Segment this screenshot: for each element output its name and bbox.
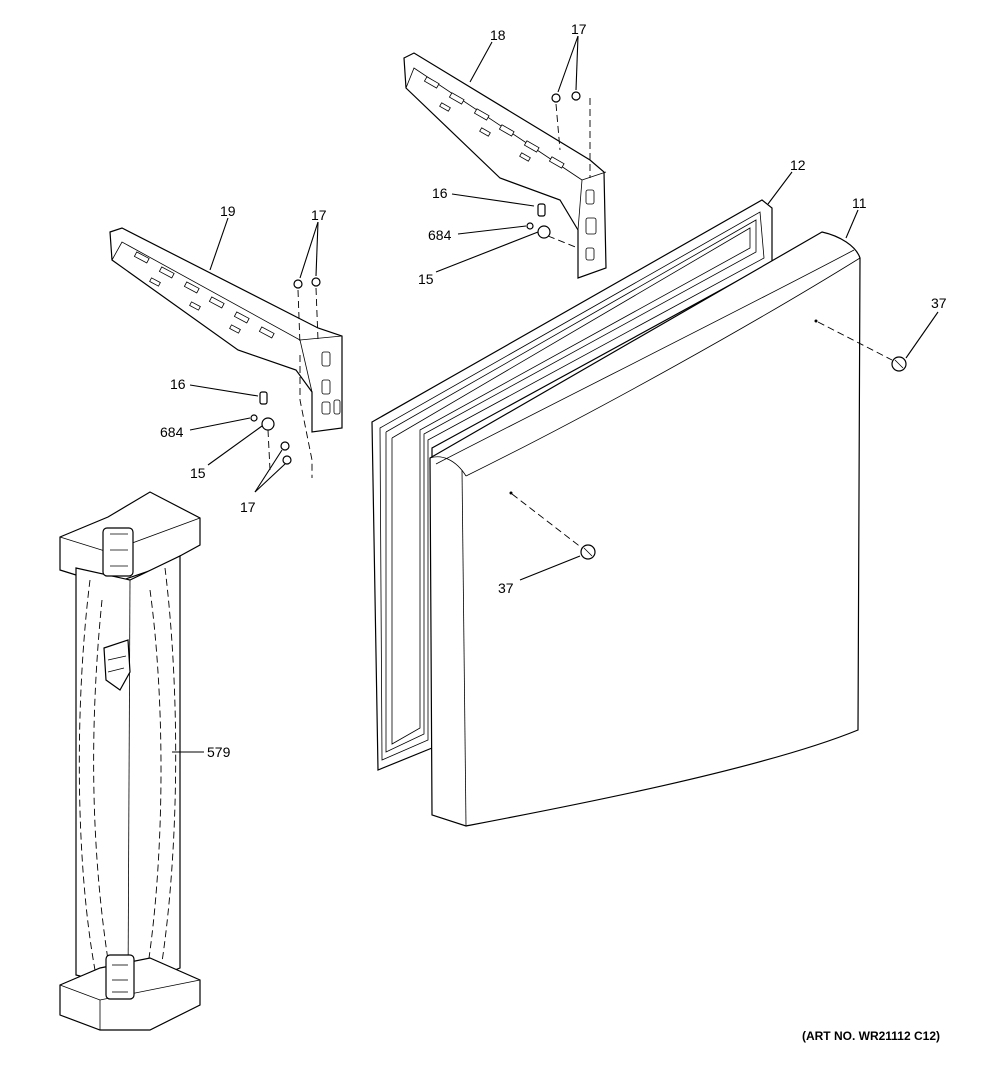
callout-37-center: 37 xyxy=(498,580,514,596)
left-fasteners xyxy=(250,277,321,471)
screw-17-left-d xyxy=(282,455,292,465)
callout-18: 18 xyxy=(490,27,506,43)
callout-12: 12 xyxy=(790,157,806,173)
part-16-left xyxy=(259,391,268,405)
bracket-19-slots xyxy=(133,251,275,339)
callout-37-right: 37 xyxy=(931,295,947,311)
callout-16-left: 16 xyxy=(170,376,186,392)
callout-579: 579 xyxy=(207,744,231,760)
callout-17-top: 17 xyxy=(571,21,587,37)
part-19-left-bracket xyxy=(109,227,343,478)
callout-labels: 18 17 12 11 16 684 15 19 17 37 16 684 15… xyxy=(160,21,947,760)
callout-17-mid: 17 xyxy=(311,207,327,223)
art-number: (ART NO. WR21112 C12) xyxy=(802,1029,940,1043)
bracket-18-slots xyxy=(423,76,565,169)
callout-684-left: 684 xyxy=(160,424,184,440)
callout-15-right: 15 xyxy=(418,271,434,287)
callout-19: 19 xyxy=(220,203,236,219)
callout-684-right: 684 xyxy=(428,227,452,243)
callout-17-bottom: 17 xyxy=(240,499,256,515)
callout-16-right: 16 xyxy=(432,185,448,201)
part-684-right xyxy=(526,222,534,230)
right-fasteners xyxy=(526,91,581,249)
screw-17-left-c xyxy=(280,441,290,451)
part-12-door-gasket xyxy=(371,199,773,771)
part-579-door-hinge-column xyxy=(59,491,201,1031)
part-16-right xyxy=(537,203,546,217)
screw-17-left-a xyxy=(293,279,303,289)
part-18-right-bracket xyxy=(403,52,607,279)
part-11-door-panel xyxy=(429,231,861,827)
part-684-left xyxy=(250,414,258,422)
screw-17-right-a xyxy=(551,93,561,103)
callout-15-left: 15 xyxy=(190,465,206,481)
screw-17-right-b xyxy=(571,91,581,101)
screw-17-left-b xyxy=(311,277,321,287)
part-15-left xyxy=(261,417,275,431)
leader-lines xyxy=(172,35,939,753)
part-37-screws xyxy=(509,319,907,560)
callout-11: 11 xyxy=(852,195,867,211)
